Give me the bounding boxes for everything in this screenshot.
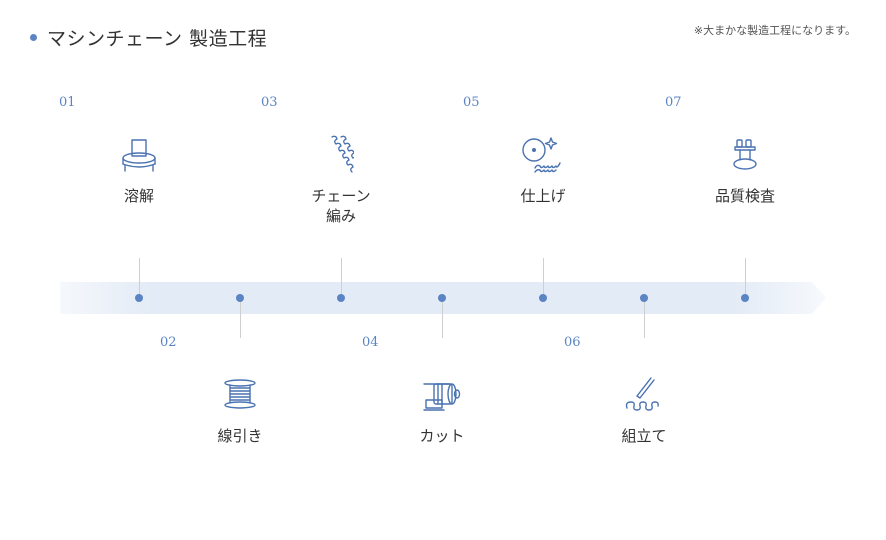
- timeline-node-03: [337, 294, 345, 302]
- page-title: マシンチェーン 製造工程: [30, 24, 267, 51]
- timeline-node-07: [741, 294, 749, 302]
- step-label-02: 線引き: [217, 427, 263, 445]
- connector-03: [341, 258, 342, 298]
- title-bullet: [30, 34, 37, 41]
- step-number-03: 03: [261, 95, 278, 110]
- step-label-03-line2: 編み: [325, 207, 356, 225]
- step-label-03-line1: チェーン: [311, 187, 371, 205]
- chain-knit-icon: [328, 134, 354, 176]
- connector-04: [442, 298, 443, 338]
- timeline-node-02: [236, 294, 244, 302]
- step-number-04: 04: [362, 335, 379, 350]
- assembly-tool-icon: [623, 376, 665, 412]
- step-number-02: 02: [160, 335, 177, 350]
- step-number-07: 07: [665, 95, 682, 110]
- timeline-node-01: [135, 294, 143, 302]
- step-label-01: 溶解: [123, 187, 154, 205]
- timeline-node-05: [539, 294, 547, 302]
- connector-06: [644, 298, 645, 338]
- step-label-05: 仕上げ: [520, 187, 566, 205]
- cutting-machine-icon: [422, 380, 462, 412]
- polishing-wheel-icon: [521, 136, 565, 174]
- melting-pot-icon: [121, 138, 157, 172]
- step-label-04: カット: [419, 427, 465, 445]
- step-number-01: 01: [59, 95, 76, 110]
- timeline-node-04: [438, 294, 446, 302]
- connector-07: [745, 258, 746, 298]
- header-note: ※大まかな製造工程になります。: [693, 24, 856, 37]
- step-label-06: 組立て: [621, 427, 667, 445]
- connector-05: [543, 258, 544, 298]
- step-number-06: 06: [564, 335, 581, 350]
- connector-01: [139, 258, 140, 298]
- timeline-node-06: [640, 294, 648, 302]
- step-label-07: 品質検査: [714, 187, 775, 205]
- page-title-text: マシンチェーン 製造工程: [47, 28, 268, 50]
- connector-02: [240, 298, 241, 338]
- inspection-icon: [731, 138, 759, 172]
- wire-spool-icon: [222, 378, 258, 410]
- step-label-03: チェーン 編み: [281, 186, 401, 226]
- step-number-05: 05: [463, 95, 480, 110]
